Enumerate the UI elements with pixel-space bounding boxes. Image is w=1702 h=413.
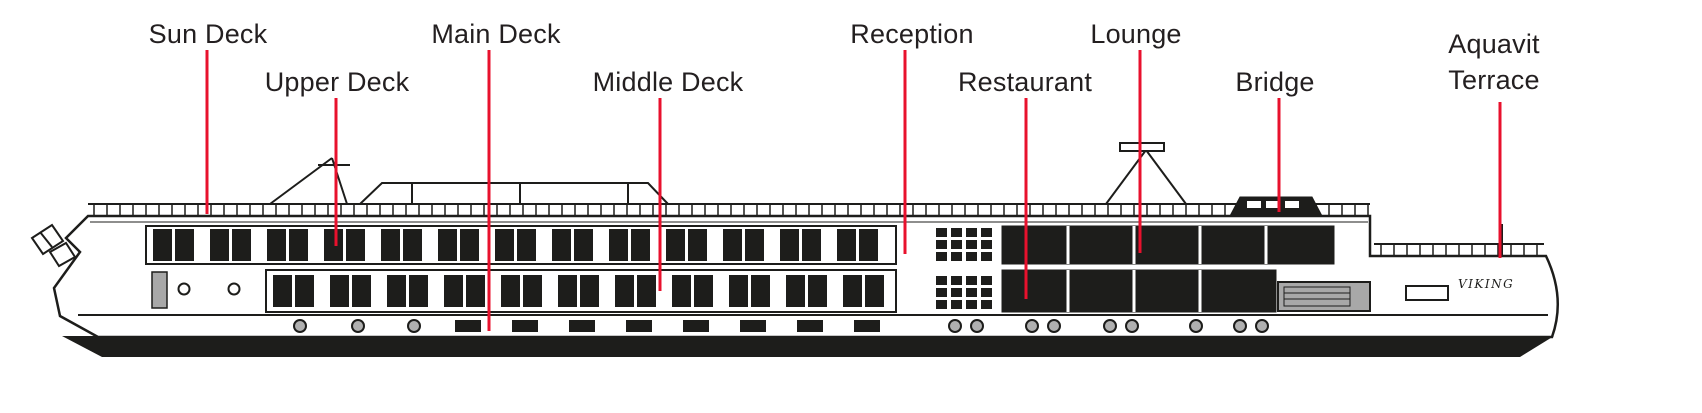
rear-mast (1105, 142, 1187, 205)
viking-wordmark: VIKING (1458, 277, 1514, 291)
waterline-band (62, 336, 1554, 357)
label-reception: Reception (850, 19, 974, 49)
middle-deck-windows (265, 269, 897, 313)
bow-fitting (30, 223, 77, 268)
label-aquavit-terrace: Aquavit Terrace (1448, 29, 1540, 96)
label-upper-deck: Upper Deck (264, 67, 410, 97)
lower-hull-portholes (293, 319, 1269, 333)
awning (359, 182, 669, 205)
restaurant-windows (1001, 269, 1277, 313)
lounge-windows (1001, 225, 1335, 265)
life-raft-container (1277, 281, 1371, 312)
label-lounge: Lounge (1090, 19, 1182, 49)
sun-deck-railing (88, 203, 1370, 223)
stern-railing (1369, 216, 1544, 256)
label-main-deck: Main Deck (431, 19, 561, 49)
label-sun-deck: Sun Deck (148, 19, 268, 49)
lower-hull-hatches (455, 320, 880, 332)
label-middle-deck: Middle Deck (592, 67, 744, 97)
front-mast (269, 157, 350, 205)
leader-lines (205, 50, 1502, 331)
label-restaurant: Restaurant (957, 67, 1093, 97)
bow-deck-details (151, 271, 241, 309)
label-bridge: Bridge (1235, 67, 1315, 97)
reception-windows (936, 228, 996, 312)
upper-deck-windows (145, 225, 897, 265)
bridge-structure (1229, 196, 1323, 217)
stern-bench (1405, 285, 1449, 301)
